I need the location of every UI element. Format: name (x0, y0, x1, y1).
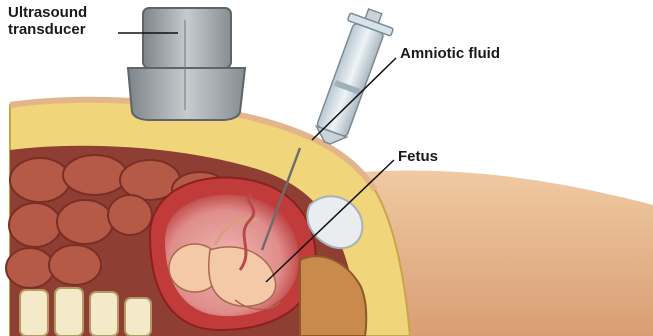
amniotic-fluid-label: Amniotic fluid (400, 45, 500, 62)
ultrasound-label-line2: transducer (8, 21, 87, 38)
syringe (306, 3, 397, 150)
fetus-label: Fetus (398, 148, 438, 165)
ultrasound-label-line1: Ultrasound (8, 4, 87, 21)
ultrasound-probe (128, 8, 245, 120)
ultrasound-transducer-label: Ultrasound transducer (8, 4, 87, 38)
